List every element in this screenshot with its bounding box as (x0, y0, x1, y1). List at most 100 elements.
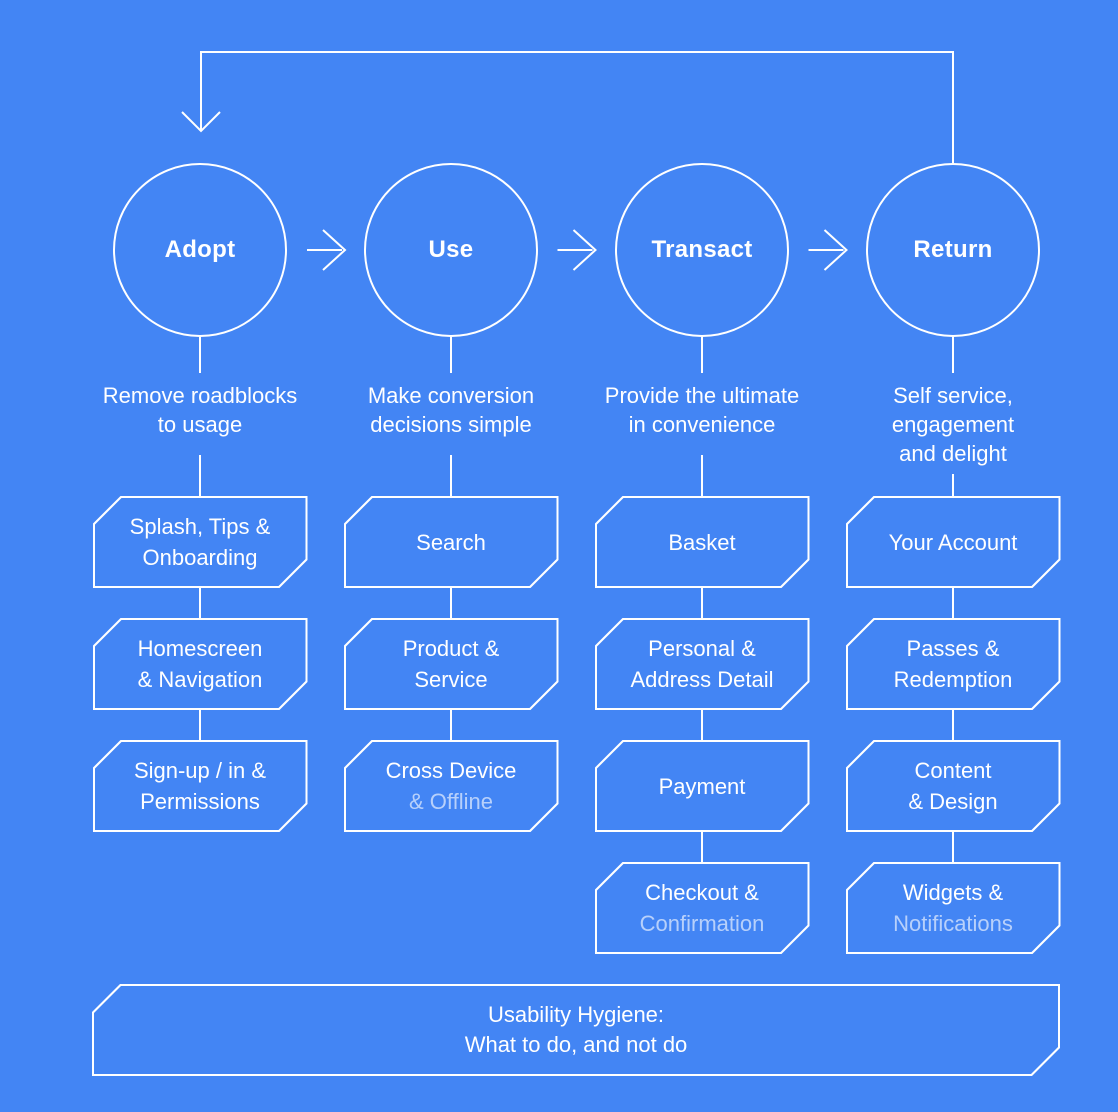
stage-box-surface: Content & Design (848, 742, 1059, 830)
stage-box-surface: Homescreen & Navigation (95, 620, 306, 708)
description-line: Self service, (893, 383, 1013, 408)
stage-circle-return: Return (866, 163, 1040, 337)
stage-box-label-line: & Design (908, 789, 998, 814)
stage-box-label-line: Permissions (140, 789, 260, 814)
stage-box-label-line: Search (416, 529, 486, 555)
stage-box-label-line: & Offline (409, 789, 493, 814)
stage-box-label: Content & Design (908, 755, 997, 817)
stage-box: Homescreen & Navigation (93, 618, 308, 710)
stage-box-label-line: Payment (658, 773, 746, 799)
stage-box-surface: Checkout & Confirmation (597, 864, 808, 952)
stage-box: Widgets & Notifications (846, 862, 1061, 954)
stage-box-surface: Splash, Tips & Onboarding (95, 498, 306, 586)
stage-box-surface: Sign-up / in & Permissions (95, 742, 306, 830)
description-line: decisions simple (370, 412, 532, 437)
stage-box-label: Basket (668, 527, 735, 558)
stage-description-transact: Provide the ultimate in convenience (577, 381, 827, 439)
stage-box: Your Account (846, 496, 1061, 588)
footer-line: What to do, and not do (464, 1032, 688, 1057)
description-line: to usage (157, 412, 243, 437)
stage-box-label-line: Personal & (648, 636, 756, 661)
stage-box-surface: Personal & Address Detail (597, 620, 808, 708)
stage-circle-use: Use (364, 163, 538, 337)
stage-box-label-line: Onboarding (142, 545, 258, 570)
stage-box-label: Sign-up / in & Permissions (134, 755, 266, 817)
stage-box-label-line: Content (914, 758, 992, 783)
stage-box-label-line: Redemption (893, 667, 1013, 692)
stage-circle-adopt: Adopt (113, 163, 287, 337)
stage-box-surface: Passes & Redemption (848, 620, 1059, 708)
feedback-loop-line (200, 51, 954, 163)
stage-circle-label: Transact (651, 236, 753, 263)
stage-circle-label: Adopt (164, 236, 236, 263)
stage-box: Checkout & Confirmation (595, 862, 810, 954)
footer-banner-label: Usability Hygiene: What to do, and not d… (465, 1000, 688, 1060)
stage-box-label: Product & Service (403, 633, 500, 695)
stage-box: Splash, Tips & Onboarding (93, 496, 308, 588)
description-line: and delight (899, 441, 1007, 466)
connectors (199, 337, 954, 862)
stage-box-surface: Widgets & Notifications (848, 864, 1059, 952)
footer-banner-surface: Usability Hygiene: What to do, and not d… (94, 986, 1058, 1074)
stage-box-label-line: Confirmation (639, 911, 765, 936)
stage-box-surface: Search (346, 498, 557, 586)
stage-box-surface: Cross Device & Offline (346, 742, 557, 830)
stage-box: Personal & Address Detail (595, 618, 810, 710)
stage-description-use: Make conversion decisions simple (326, 381, 576, 439)
stage-circle-label: Return (913, 236, 993, 263)
stage-box-label: Search (416, 527, 486, 558)
stage-box-label-line: Checkout & (645, 880, 759, 905)
flow-arrow-head-icon (823, 229, 848, 271)
stage-box-label-line: Splash, Tips & (129, 514, 271, 539)
stage-circle-label: Use (428, 236, 474, 263)
stage-box-surface: Payment (597, 742, 808, 830)
flow-arrows (307, 229, 848, 271)
stage-box: Basket (595, 496, 810, 588)
stage-box-surface: Product & Service (346, 620, 557, 708)
stage-box-label: Your Account (889, 527, 1018, 558)
stage-box-label-line: Cross Device (385, 758, 517, 783)
stage-box-label-line: & Navigation (137, 667, 263, 692)
stage-box-label: Homescreen & Navigation (138, 633, 263, 695)
flow-arrow-head-icon (572, 229, 597, 271)
stage-box: Sign-up / in & Permissions (93, 740, 308, 832)
stage-box-label-line: Sign-up / in & (133, 758, 267, 783)
stage-box-label: Cross Device & Offline (386, 755, 517, 817)
description-line: Remove roadblocks (102, 383, 298, 408)
description-line: Provide the ultimate (604, 383, 800, 408)
footer-banner: Usability Hygiene: What to do, and not d… (92, 984, 1060, 1076)
footer-line: Usability Hygiene: (487, 1002, 665, 1027)
stage-box: Passes & Redemption (846, 618, 1061, 710)
flow-arrow-head-icon (322, 229, 347, 271)
stage-box: Product & Service (344, 618, 559, 710)
loop-arrowhead-icon (181, 111, 221, 133)
stage-box-label-line: Notifications (893, 911, 1013, 936)
stage-box-label-line: Product & (402, 636, 500, 661)
description-line: in convenience (628, 412, 776, 437)
stage-box-label-line: Service (414, 667, 488, 692)
stage-box-label: Checkout & Confirmation (640, 877, 765, 939)
stage-box-surface: Basket (597, 498, 808, 586)
stage-box-label-line: Homescreen (137, 636, 263, 661)
stage-box-label: Personal & Address Detail (630, 633, 773, 695)
stage-box: Content & Design (846, 740, 1061, 832)
stage-box-label-line: Your Account (888, 529, 1018, 555)
stage-box-label-line: Basket (668, 529, 736, 555)
stage-box-surface: Your Account (848, 498, 1059, 586)
stage-box-label: Passes & Redemption (894, 633, 1013, 695)
stage-description-return: Self service, engagement and delight (828, 381, 1078, 468)
stage-box-label-line: Widgets & (902, 880, 1004, 905)
stage-circle-transact: Transact (615, 163, 789, 337)
stage-box: Payment (595, 740, 810, 832)
description-line: engagement (891, 412, 1015, 437)
stage-box-label: Widgets & Notifications (893, 877, 1013, 939)
stage-box-label: Splash, Tips & Onboarding (130, 511, 271, 573)
stage-box-label-line: Passes & (906, 636, 1000, 661)
stage-box: Cross Device & Offline (344, 740, 559, 832)
stage-box-label: Payment (659, 771, 746, 802)
stage-box-label-line: Address Detail (630, 667, 774, 692)
description-line: Make conversion (367, 383, 535, 408)
stage-box: Search (344, 496, 559, 588)
